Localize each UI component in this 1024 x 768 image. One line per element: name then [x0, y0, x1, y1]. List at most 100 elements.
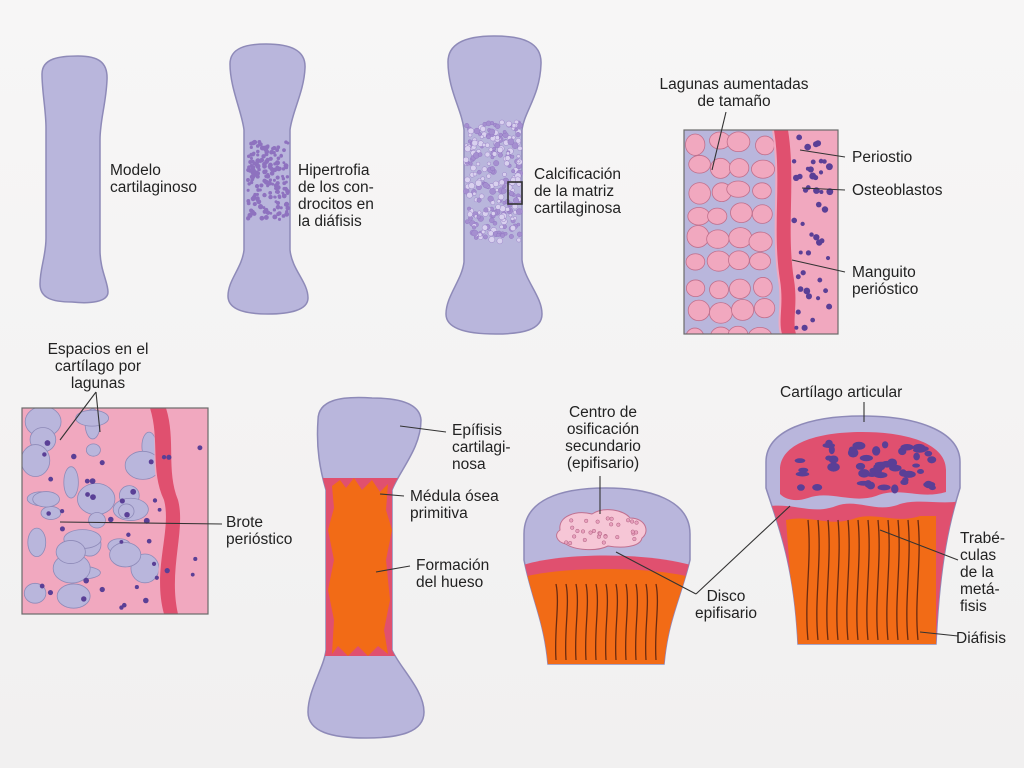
osteoblast — [815, 296, 821, 301]
calcified-dot — [492, 151, 498, 157]
label-epifisis-cartilaginosa: Epífisis cartilagi- nosa — [452, 422, 511, 473]
calcified-dot — [468, 161, 473, 166]
calcified-dot — [480, 126, 486, 132]
cartilage-space — [88, 512, 106, 529]
calcified-dot — [468, 182, 475, 190]
secondary-center-cell — [609, 516, 614, 521]
chondrocyte-dot — [249, 145, 253, 149]
ossification-cell — [873, 471, 888, 479]
calcified-dot — [498, 132, 503, 137]
secondary-center-cell — [580, 529, 586, 534]
chondrocyte-dot — [281, 167, 286, 171]
osteoblast — [825, 255, 831, 261]
secondary-center-cell — [616, 522, 621, 527]
chondrocyte-dot — [284, 140, 288, 144]
calcified-dot — [483, 234, 488, 240]
osteoblast — [151, 561, 157, 567]
chondrocyte-dot — [254, 183, 260, 189]
label-centro-osificacion: Centro de osificación secundario (epifis… — [565, 404, 641, 472]
osteoblast — [119, 498, 125, 504]
enlarged-lacuna — [748, 326, 772, 334]
calcified-dot — [512, 197, 519, 204]
chondrocyte-dot — [275, 175, 280, 180]
chondrocyte-dot — [263, 214, 269, 220]
calcified-dot — [494, 123, 501, 129]
trabecula — [806, 519, 810, 641]
osteoblast — [809, 172, 817, 180]
osteoblast — [817, 277, 823, 283]
chondrocyte-dot — [255, 163, 261, 169]
osteoblast — [819, 189, 824, 195]
ossification-cell — [825, 455, 833, 461]
osteoblast — [805, 185, 811, 190]
osteoblast — [197, 445, 203, 451]
osteoblast — [810, 159, 816, 165]
osteoblast — [130, 488, 137, 495]
chondrocyte-dot — [250, 179, 254, 183]
secondary-center-cell — [615, 535, 620, 540]
trabecula — [906, 519, 910, 641]
chondrocyte-dot — [276, 156, 281, 161]
osteoblast — [800, 270, 806, 276]
cartilage-space — [56, 583, 91, 609]
osteoblast — [792, 174, 800, 182]
chondrocyte-dot — [258, 204, 264, 210]
enlarged-lacuna — [688, 155, 711, 174]
osteoblast — [193, 556, 198, 562]
calcified-dot — [463, 156, 469, 163]
osteoblast — [801, 324, 808, 331]
chondrocyte-dot — [268, 194, 273, 200]
chondrocyte-dot — [251, 151, 256, 156]
secondary-center-cell — [598, 531, 603, 536]
chondrocyte-dot — [281, 193, 287, 199]
osteoblast — [146, 538, 152, 544]
chondrocyte-dot — [252, 211, 257, 216]
calcified-dot — [506, 151, 510, 156]
chondrocyte-dot — [257, 140, 262, 144]
chondrocyte-dot — [276, 145, 281, 150]
calcified-dot — [483, 207, 489, 213]
osteoblast — [148, 459, 154, 465]
osteoblast — [108, 516, 114, 523]
chondrocyte-dot — [256, 188, 261, 192]
chondrocyte-dot — [285, 175, 290, 179]
calcified-dot — [516, 231, 523, 237]
chondrocyte-dot — [250, 196, 256, 202]
calcified-dot — [505, 184, 513, 191]
chondrocyte-dot — [273, 183, 279, 188]
calcified-dot — [467, 211, 473, 218]
chondrocyte-dot — [263, 179, 269, 185]
bone-cartilage-model — [39, 55, 109, 304]
calcified-dot — [494, 142, 501, 148]
enlarged-lacuna — [751, 159, 775, 179]
calcified-dot — [478, 232, 483, 237]
secondary-center-cell — [632, 536, 637, 542]
calcified-dot — [464, 123, 470, 129]
osteoblast — [143, 517, 150, 524]
calcified-dot — [497, 193, 505, 201]
cartilage-space — [23, 582, 47, 604]
chondrocyte-dot — [256, 153, 260, 157]
enlarged-lacuna — [706, 229, 730, 249]
ossification-cell — [852, 441, 866, 450]
calcified-dot — [475, 161, 481, 167]
osteoblast — [800, 221, 805, 227]
chondrocyte-dot — [286, 191, 290, 195]
chondrocyte-dot — [262, 192, 267, 198]
chondrocyte-dot — [249, 175, 254, 179]
secondary-center-cell — [569, 518, 574, 523]
label-espacios-lagunas: Espacios en el cartílago por lagunas — [47, 341, 149, 392]
ossification-cell — [881, 441, 889, 449]
osteoblast — [795, 274, 801, 280]
chondrocyte-dot — [284, 211, 290, 217]
calcified-dot — [484, 151, 491, 158]
calcified-dot — [497, 146, 504, 153]
chondrocyte-dot — [261, 154, 266, 159]
chondrocyte-dot — [255, 158, 261, 164]
secondary-center-cell — [564, 540, 569, 545]
osteoblast — [166, 454, 172, 460]
enlarged-lacuna — [730, 202, 753, 223]
calcified-dot — [515, 138, 522, 144]
osteoblast — [71, 453, 77, 460]
